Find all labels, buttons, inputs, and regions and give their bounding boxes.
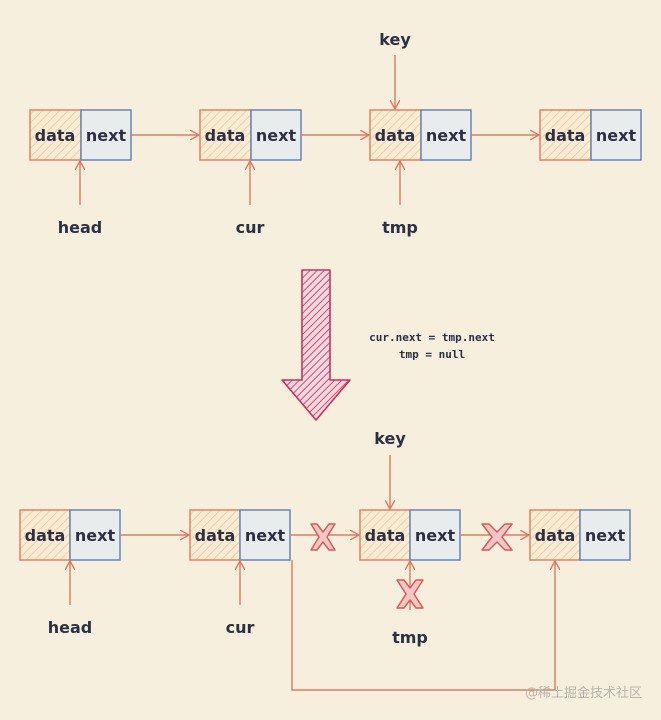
cur-label: cur bbox=[226, 618, 255, 637]
next-label: next bbox=[75, 526, 116, 545]
bypass-arrow bbox=[291, 560, 555, 691]
top-node-2: data next bbox=[199, 109, 302, 161]
down-arrow-icon bbox=[281, 269, 351, 421]
head-label: head bbox=[48, 618, 93, 637]
bottom-node-3: data next bbox=[359, 509, 461, 561]
key-label: key bbox=[374, 429, 406, 448]
tmp-label: tmp bbox=[392, 628, 428, 647]
watermark: @稀土掘金技术社区 bbox=[525, 685, 642, 701]
bottom-node-2: data next bbox=[189, 509, 291, 561]
next-label: next bbox=[256, 126, 297, 145]
data-cell bbox=[19, 509, 71, 561]
cross-icon bbox=[396, 579, 424, 609]
tmp-label: tmp bbox=[382, 218, 418, 237]
data-cell bbox=[359, 509, 411, 561]
head-label: head bbox=[58, 218, 103, 237]
top-node-3: data next bbox=[369, 109, 472, 161]
next-cell bbox=[590, 109, 642, 161]
code-line-1: cur.next = tmp.next bbox=[369, 331, 495, 344]
data-label: data bbox=[195, 526, 236, 545]
top-node-4: data next bbox=[539, 109, 642, 161]
data-label: data bbox=[535, 526, 576, 545]
next-label: next bbox=[415, 526, 456, 545]
data-label: data bbox=[205, 126, 246, 145]
bottom-node-4: data next bbox=[529, 509, 631, 561]
data-cell bbox=[539, 109, 592, 161]
next-cell bbox=[409, 509, 461, 561]
code-line-2: tmp = null bbox=[399, 348, 465, 361]
data-label: data bbox=[545, 126, 586, 145]
next-label: next bbox=[245, 526, 286, 545]
top-node-1: data next bbox=[29, 109, 132, 161]
top-diagram: data next data next data next data next bbox=[29, 30, 642, 237]
data-label: data bbox=[35, 126, 76, 145]
bottom-node-1: data next bbox=[19, 509, 121, 561]
data-label: data bbox=[365, 526, 406, 545]
data-cell bbox=[29, 109, 82, 161]
cross-icon bbox=[481, 523, 513, 551]
key-label: key bbox=[379, 30, 411, 49]
data-cell bbox=[199, 109, 252, 161]
next-cell bbox=[420, 109, 472, 161]
next-label: next bbox=[86, 126, 127, 145]
next-label: next bbox=[426, 126, 467, 145]
data-label: data bbox=[25, 526, 66, 545]
data-label: data bbox=[375, 126, 416, 145]
cross-icon bbox=[310, 523, 336, 551]
data-cell bbox=[189, 509, 241, 561]
next-label: next bbox=[585, 526, 626, 545]
cur-label: cur bbox=[236, 218, 265, 237]
transition: cur.next = tmp.next tmp = null bbox=[281, 269, 495, 421]
next-cell bbox=[80, 109, 132, 161]
bottom-diagram: data next data next data next data next bbox=[19, 429, 631, 691]
next-label: next bbox=[596, 126, 637, 145]
next-cell bbox=[579, 509, 631, 561]
